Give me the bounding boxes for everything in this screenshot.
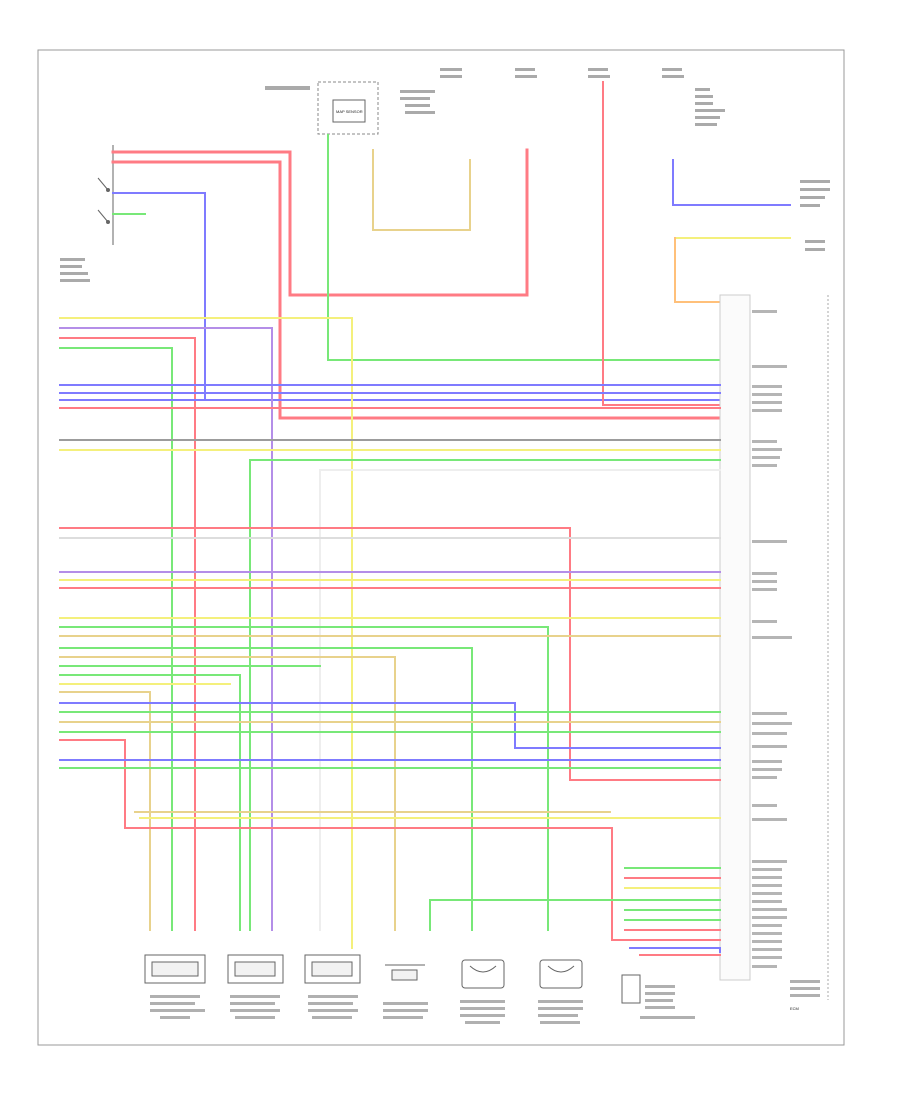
- bus-wires: [59, 317, 721, 956]
- canister-valve: [539, 959, 583, 989]
- pedal-switch: [97, 145, 114, 245]
- map-sensor-label: MAP SENSOR: [336, 109, 363, 114]
- ecm: ECM: [719, 294, 829, 1011]
- camshaft-sensor-3: [304, 954, 361, 984]
- camshaft-sensor-2: [227, 954, 284, 984]
- evap-valve: [385, 964, 425, 981]
- camshaft-sensor-1: [144, 954, 206, 984]
- map-sensor: MAP SENSOR: [317, 81, 379, 135]
- fuel-pressure-sensor: [621, 974, 641, 1004]
- oil-control-valve: [461, 959, 505, 989]
- top-wires: [111, 81, 791, 420]
- ecm-label: ECM: [790, 1006, 799, 1011]
- diagram-border: [37, 49, 845, 1046]
- ecm-pin-labels: [752, 310, 792, 968]
- component-labels: [150, 980, 820, 1024]
- top-labels: [60, 68, 830, 282]
- bottom-components: [144, 954, 641, 1004]
